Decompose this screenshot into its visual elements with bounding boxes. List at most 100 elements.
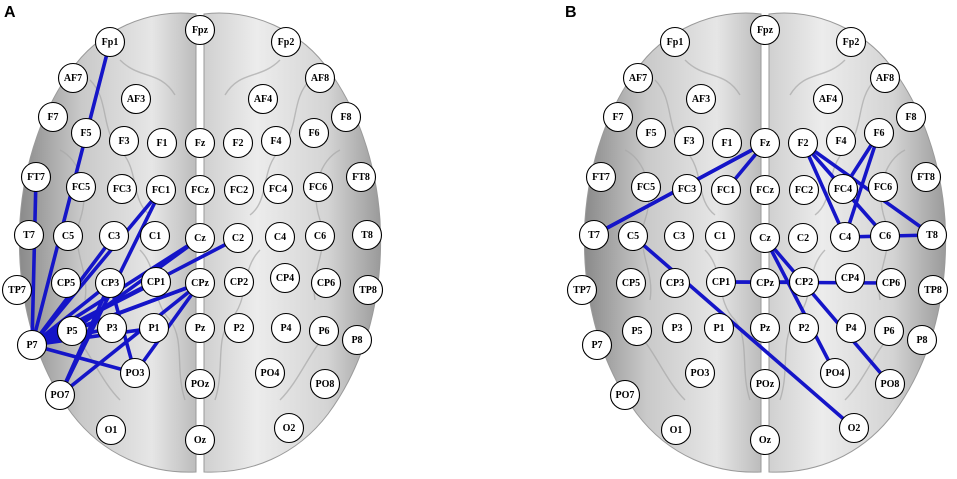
- electrode-circle: [749, 312, 781, 344]
- electrode-fpz: Fpz: [184, 14, 216, 46]
- electrode-fp2: Fp2: [835, 26, 867, 58]
- electrode-circle: [788, 174, 820, 206]
- electrode-ft8: FT8: [345, 161, 377, 193]
- electrode-label: CP3: [666, 278, 684, 289]
- electrode-label: F4: [270, 136, 281, 147]
- electrode-label: Pz: [760, 323, 771, 334]
- panel-label-a: A: [4, 4, 16, 21]
- electrode-circle: [609, 379, 641, 411]
- electrode-circle: [827, 173, 859, 205]
- electrode-circle: [863, 117, 895, 149]
- electrode-label: P2: [233, 323, 244, 334]
- electrode-label: FC2: [230, 185, 248, 196]
- electrode-label: P4: [280, 323, 291, 334]
- electrode-circle: [352, 274, 384, 306]
- electrode-label: CP3: [101, 278, 119, 289]
- electrode-label: AF3: [127, 94, 145, 105]
- electrode-circle: [578, 219, 610, 251]
- electrode-f5: F5: [635, 117, 667, 149]
- electrode-label: Cz: [759, 233, 771, 244]
- electrode-label: F4: [835, 136, 846, 147]
- electrode-poz: POz: [749, 368, 781, 400]
- electrode-p6: P6: [308, 315, 340, 347]
- electrode-fc2: FC2: [788, 174, 820, 206]
- electrode-label: P3: [106, 323, 117, 334]
- electrode-circle: [223, 174, 255, 206]
- connection-p7-po3: [30, 343, 137, 375]
- electrode-p2: P2: [788, 312, 820, 344]
- electrode-label: F8: [340, 112, 351, 123]
- electrode-o2: O2: [273, 412, 305, 444]
- electrode-label: CP6: [882, 278, 900, 289]
- electrode-po8: PO8: [309, 368, 341, 400]
- electrode-circle: [184, 14, 216, 46]
- electrode-label: C6: [314, 231, 326, 242]
- electrode-label: F3: [118, 136, 129, 147]
- electrode-fc1: FC1: [145, 174, 177, 206]
- electrode-c3: C3: [663, 220, 695, 252]
- electrode-label: P1: [148, 323, 159, 334]
- electrode-t8: T8: [351, 219, 383, 251]
- electrode-circle: [838, 412, 870, 444]
- electrode-circle: [146, 127, 178, 159]
- electrode-label: CPz: [756, 278, 774, 289]
- electrode-circle: [94, 26, 126, 58]
- electrode-label: CP6: [317, 278, 335, 289]
- electrode-cp1: CP1: [705, 266, 737, 298]
- electrode-label: PO8: [316, 379, 335, 390]
- electrode-circle: [910, 161, 942, 193]
- electrode-cpz: CPz: [749, 267, 781, 299]
- electrode-label: FC3: [678, 184, 696, 195]
- electrode-p6: P6: [873, 315, 905, 347]
- electrode-label: F8: [905, 112, 916, 123]
- electrode-label: FT7: [27, 172, 45, 183]
- electrode-circle: [56, 315, 88, 347]
- electrode-label: POz: [191, 379, 210, 390]
- electrode-fc1: FC1: [710, 174, 742, 206]
- connection-po7-cpz: [58, 281, 202, 397]
- electrode-label: Cz: [194, 233, 206, 244]
- electrode-circle: [873, 315, 905, 347]
- electrode-circle: [247, 83, 279, 115]
- electrode-label: PO7: [51, 390, 70, 401]
- electrode-circle: [20, 161, 52, 193]
- electrode-circle: [16, 329, 48, 361]
- electrode-label: C2: [797, 233, 809, 244]
- electrode-t7: T7: [578, 219, 610, 251]
- electrode-circle: [94, 267, 126, 299]
- connection-po7-cp3: [58, 281, 112, 397]
- electrode-label: F3: [683, 136, 694, 147]
- electrode-fp2: Fp2: [270, 26, 302, 58]
- electrode-circle: [184, 267, 216, 299]
- electrode-circle: [788, 312, 820, 344]
- electrode-cp6: CP6: [310, 267, 342, 299]
- electrode-label: CPz: [191, 278, 209, 289]
- electrode-label: FT7: [592, 172, 610, 183]
- electrode-oz: Oz: [184, 424, 216, 456]
- electrode-label: C2: [232, 233, 244, 244]
- electrode-cp1: CP1: [140, 266, 172, 298]
- electrode-cz: Cz: [184, 222, 216, 254]
- electrode-tp8: TP8: [917, 274, 949, 306]
- electrode-circle: [65, 171, 97, 203]
- electrode-f4: F4: [260, 125, 292, 157]
- electrode-label: P5: [631, 326, 642, 337]
- electrode-label: F6: [873, 128, 884, 139]
- electrode-label: P7: [26, 340, 37, 351]
- electrode-label: AF3: [692, 94, 710, 105]
- electrode-circle: [819, 357, 851, 389]
- electrode-label: Oz: [759, 435, 772, 446]
- electrode-circle: [749, 222, 781, 254]
- electrode-circle: [749, 424, 781, 456]
- electrode-circle: [705, 266, 737, 298]
- electrode-label: FT8: [917, 172, 935, 183]
- electrode-circle: [829, 221, 861, 253]
- electrode-label: F1: [721, 138, 732, 149]
- electrode-circle: [95, 414, 127, 446]
- electrode-label: PO3: [126, 368, 145, 379]
- electrode-label: P5: [66, 326, 77, 337]
- electrode-f1: F1: [146, 127, 178, 159]
